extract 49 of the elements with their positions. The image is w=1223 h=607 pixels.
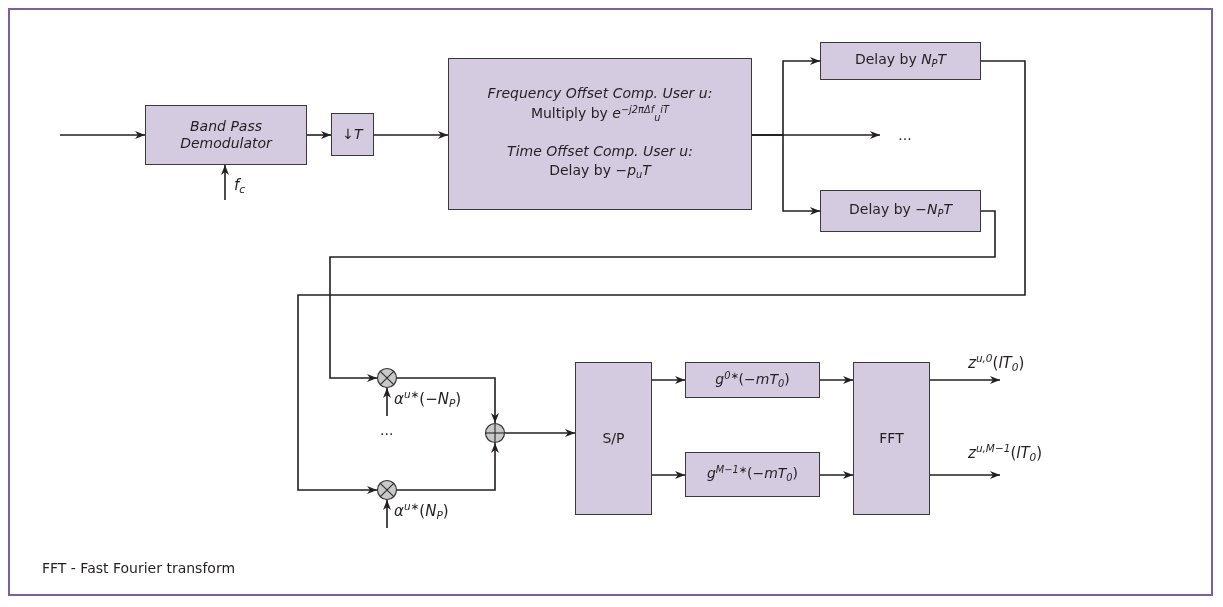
process-box bbox=[448, 58, 752, 210]
arrow bbox=[819, 471, 854, 479]
process-box bbox=[820, 190, 981, 232]
edge-label: z$^{u,0}$(lT$_{0}$) bbox=[968, 352, 1025, 374]
arrow bbox=[221, 164, 229, 201]
edge-label: α$^{u∗}$(N$_{P}$) bbox=[394, 500, 449, 522]
arrow bbox=[383, 499, 391, 529]
arrow bbox=[819, 376, 854, 384]
arrow bbox=[373, 131, 449, 139]
arrow bbox=[751, 134, 821, 215]
arrow bbox=[396, 442, 499, 491]
arrow bbox=[59, 131, 146, 139]
arrow bbox=[929, 471, 1001, 479]
multiplier-symbol bbox=[377, 480, 397, 500]
process-box bbox=[853, 362, 930, 515]
ellipsis-text: ... bbox=[880, 122, 930, 148]
box-label: Band Pass Demodulator bbox=[179, 117, 274, 153]
adder-symbol bbox=[485, 423, 505, 443]
box-label: Delay by N$_{P}$T bbox=[854, 51, 947, 71]
process-box bbox=[331, 113, 374, 156]
box-label: ↓T bbox=[342, 125, 363, 144]
process-box bbox=[575, 362, 652, 515]
arrow bbox=[929, 376, 1001, 384]
process-box bbox=[685, 452, 820, 497]
process-box bbox=[685, 362, 820, 398]
box-label: Delay by −p$_{u}$T bbox=[549, 162, 651, 182]
edge-label: z$^{u,M−1}$(lT$_{0}$) bbox=[968, 442, 1043, 464]
footnote: FFT - Fast Fourier transform bbox=[42, 560, 236, 577]
arrow bbox=[651, 471, 686, 479]
box-label: FFT bbox=[879, 429, 904, 448]
edge-label: f$_{c}$ bbox=[234, 176, 246, 196]
box-label: g$^{0∗}$(−mT$_{0}$) bbox=[715, 369, 790, 391]
box-label: S/P bbox=[602, 429, 625, 448]
multiplier-symbol bbox=[377, 368, 397, 388]
box-label: g$^{M−1∗}$(−mT$_{0}$) bbox=[706, 464, 799, 485]
box-label: Time Offset Comp. User u: bbox=[507, 142, 693, 161]
box-label: Frequency Offset Comp. User u: bbox=[487, 84, 713, 103]
box-label: Delay by −N$_{P}$T bbox=[849, 201, 952, 221]
process-box bbox=[820, 42, 981, 80]
arrow bbox=[504, 429, 576, 437]
arrow bbox=[297, 60, 1026, 494]
arrow bbox=[396, 377, 499, 424]
process-box bbox=[145, 105, 307, 165]
arrow bbox=[306, 131, 332, 139]
arrow bbox=[383, 387, 391, 417]
edge-label: α$^{u∗}$(−N$_{P}$) bbox=[394, 388, 462, 410]
arrow bbox=[651, 376, 686, 384]
arrow bbox=[329, 210, 996, 382]
ellipsis-text: ... bbox=[380, 422, 394, 439]
